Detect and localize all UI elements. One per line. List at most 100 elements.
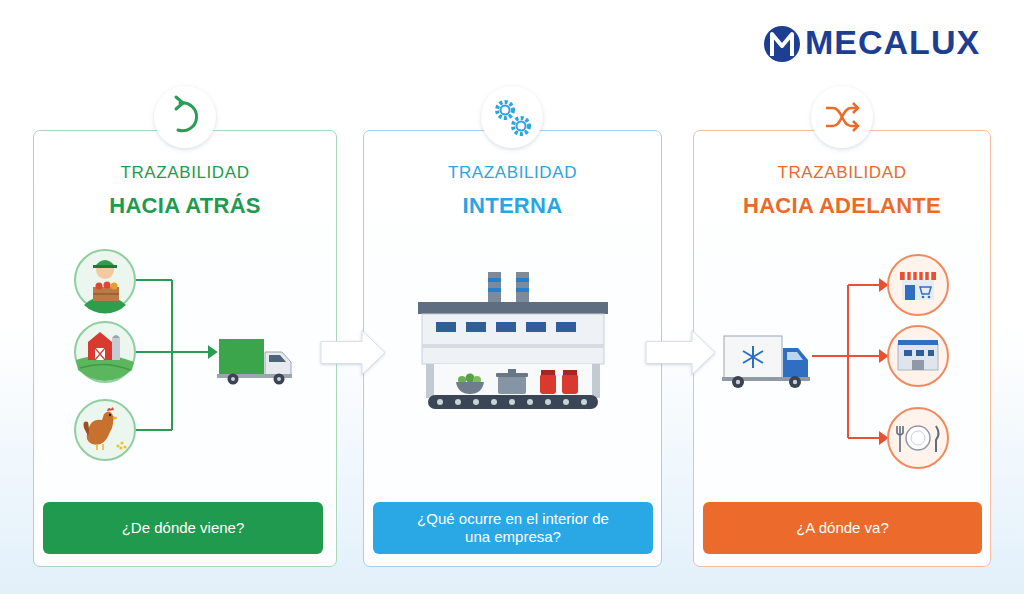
factory-part [436, 322, 456, 332]
restaurant-icon-part [911, 431, 925, 445]
shop-icon-part [920, 287, 931, 294]
backward-icon [154, 86, 216, 148]
distribution-lines [812, 280, 887, 443]
farmer-icon-part [93, 287, 119, 301]
refrigerated-truck-part [743, 346, 763, 368]
question-box: ¿A dónde va? [703, 502, 982, 554]
panel-kicker: TRAZABILIDAD [364, 163, 661, 183]
farmer-icon-part [95, 260, 115, 266]
shop-icon-part [928, 296, 931, 299]
question-box: ¿De dónde viene? [43, 502, 323, 554]
traceability-panel: TRAZABILIDAD HACIA ATRÁS ¿De dónde viene? [33, 130, 337, 567]
farm-icon-part [88, 332, 112, 360]
farmer-icon-part [111, 283, 118, 290]
backward-icon-part [154, 86, 216, 148]
warehouse-icon-part [912, 360, 924, 370]
farmer-icon-part [96, 283, 103, 290]
restaurant-icon-part [936, 426, 939, 452]
green-truck-part [274, 374, 285, 385]
factory-part [491, 399, 497, 405]
green-truck-part [219, 339, 264, 375]
farm-icon-part [112, 335, 120, 338]
farmer-icon-part [93, 293, 119, 294]
restaurant-icon-part [897, 426, 903, 452]
chicken-icon-part [123, 445, 126, 448]
gears-icon-part [501, 106, 510, 115]
warehouse-icon-part [898, 340, 938, 345]
warehouse-icon-part [916, 350, 924, 356]
shop-icon-part [906, 272, 930, 280]
farm-icon-part [95, 348, 105, 360]
factory-part [498, 376, 526, 394]
warehouse-icon-part [904, 350, 912, 356]
factory-part [540, 374, 556, 394]
factory-part [526, 322, 546, 332]
green-truck-part [269, 355, 286, 362]
green-truck-part [228, 374, 239, 385]
shuffle-icon-part [826, 108, 858, 126]
shuffle-icon-part [811, 86, 873, 148]
traceability-panel: TRAZABILIDADHACIA ADELANTE¿A dónde va? [693, 130, 991, 567]
distribution-lines-part [812, 285, 881, 438]
gears-icon-part [513, 118, 529, 134]
factory-part [545, 399, 551, 405]
shuffle-icon-part [853, 103, 858, 131]
brand-logo-text: MECALUX [805, 25, 980, 59]
shop-icon-part [922, 296, 925, 299]
factory-part [473, 376, 481, 384]
panel-kicker: TRAZABILIDAD [34, 163, 336, 183]
gears-icon [481, 86, 543, 148]
refrigerated-truck [722, 336, 810, 388]
factory-part [488, 272, 501, 314]
restaurant-icon-part [888, 408, 948, 468]
factory-part [496, 322, 516, 332]
traceability-panel: TRAZABILIDADINTERNA¿Qué ocurre en el int… [363, 130, 662, 567]
panel-title: HACIA ADELANTE [694, 193, 990, 219]
refrigerated-truck-part [722, 377, 810, 381]
chicken-icon-part [87, 411, 114, 444]
refrigerated-truck-part [789, 376, 801, 388]
factory-part [563, 370, 577, 375]
refrigerated-truck-part [783, 348, 808, 378]
farmer-icon-part [75, 250, 135, 310]
shuffle-icon [811, 86, 873, 148]
factory-part [428, 395, 598, 409]
factory-part [458, 382, 482, 386]
farm-icon [75, 322, 135, 382]
backward-icon-part [178, 103, 197, 131]
refrigerated-truck-part [724, 336, 782, 378]
factory-part [466, 322, 486, 332]
warehouse-icon-part [898, 344, 938, 370]
flow-arrow [646, 331, 715, 375]
warehouse-icon [888, 326, 948, 386]
backward-icon-part [176, 97, 183, 109]
factory-part [426, 364, 434, 398]
factory-part [434, 364, 592, 398]
farmer-icon [75, 250, 135, 314]
panel-title: HACIA ATRÁS [34, 193, 336, 219]
restaurant-icon-part [906, 426, 930, 450]
factory-part [592, 364, 600, 398]
factory-part [527, 399, 533, 405]
factory-part [473, 399, 479, 405]
green-truck-part [277, 377, 281, 381]
gears-icon-part [497, 102, 513, 118]
chicken-icon-part [109, 414, 111, 416]
farm-icon-part [95, 348, 105, 360]
factory-part [516, 272, 529, 314]
warehouse-icon-part [888, 326, 948, 386]
flow-arrow [321, 331, 385, 375]
shop-icon-part [905, 285, 915, 300]
gears-icon-part [517, 122, 526, 131]
chicken-icon-part [116, 444, 119, 447]
gears-icon-part [481, 86, 543, 148]
factory-part [516, 288, 529, 292]
factory-part [466, 374, 475, 383]
green-truck [217, 339, 292, 385]
warehouse-icon-part [928, 350, 934, 356]
factory-part [581, 399, 587, 405]
factory-part [488, 288, 501, 292]
shop-icon-part [900, 272, 936, 280]
chicken-icon-part [120, 441, 123, 444]
